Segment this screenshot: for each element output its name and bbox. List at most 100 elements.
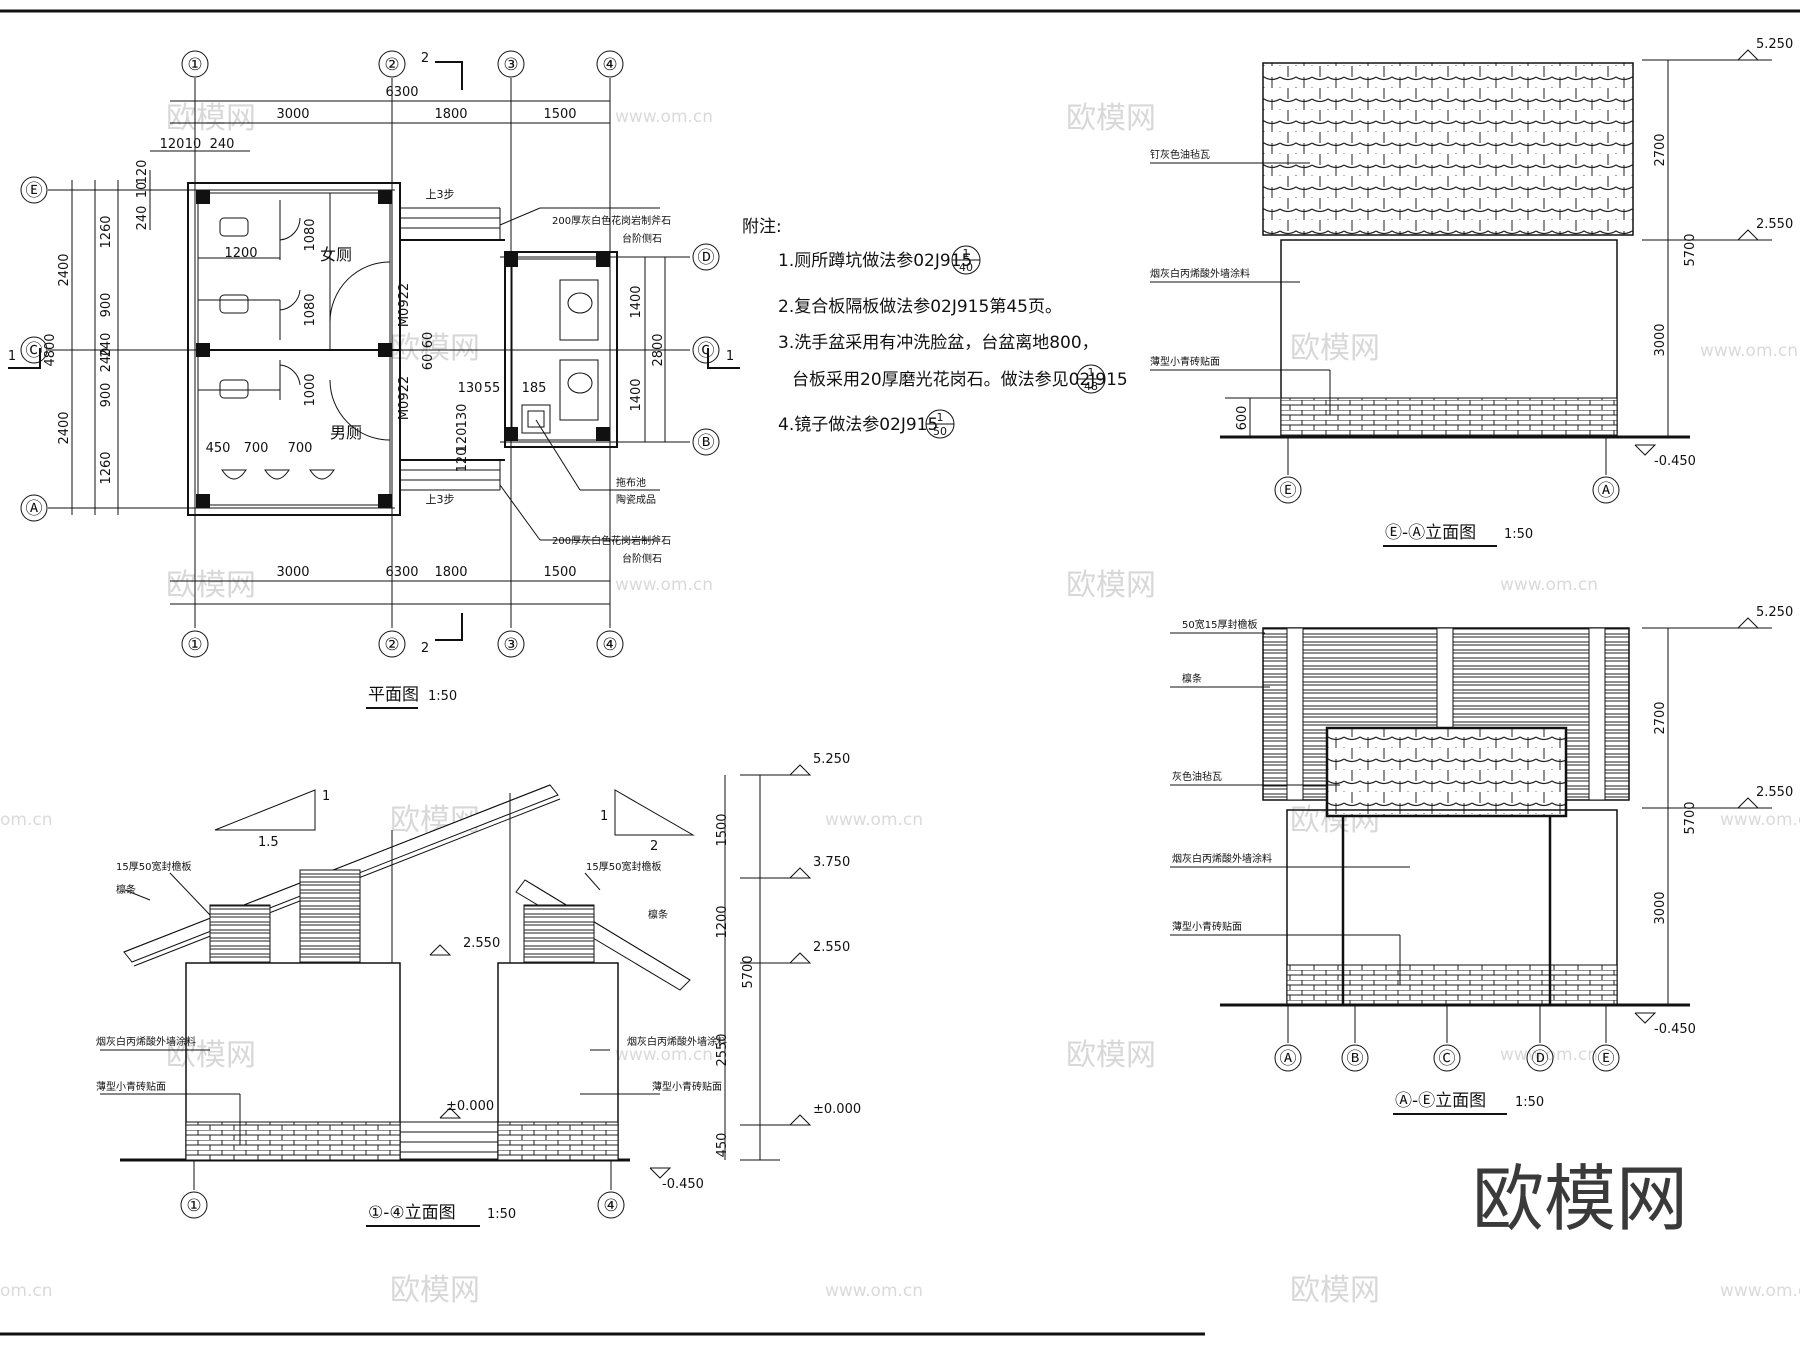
svg-text:平面图: 平面图 bbox=[368, 685, 419, 705]
elevation-a-e-text: 5.250 2.550 -0.450 2700 5700 3000 50宽15厚… bbox=[1172, 605, 1793, 1115]
svg-text:1:50: 1:50 bbox=[1504, 527, 1533, 542]
svg-text:Ⓔ: Ⓔ bbox=[26, 181, 43, 201]
svg-text:5.250: 5.250 bbox=[813, 752, 850, 767]
svg-text:台阶侧石: 台阶侧石 bbox=[622, 552, 662, 565]
svg-text:薄型小青砖贴面: 薄型小青砖贴面 bbox=[652, 1080, 722, 1093]
svg-text:3000: 3000 bbox=[1653, 891, 1668, 924]
svg-text:1: 1 bbox=[937, 411, 944, 424]
watermarks: 欧模网 www.om.cn 欧模网 欧模网 欧模网 www.om.cn 欧模网 … bbox=[0, 101, 1800, 1308]
svg-text:烟灰白丙烯酸外墙涂料: 烟灰白丙烯酸外墙涂料 bbox=[1172, 852, 1272, 865]
svg-text:2.550: 2.550 bbox=[1756, 217, 1793, 232]
svg-text:-0.450: -0.450 bbox=[1654, 454, 1696, 469]
svg-text:www.om.cn: www.om.cn bbox=[1720, 810, 1800, 830]
svg-text:欧模网: 欧模网 bbox=[390, 1273, 480, 1308]
svg-text:1260: 1260 bbox=[99, 451, 114, 484]
svg-text:240: 240 bbox=[99, 333, 114, 358]
svg-text:120: 120 bbox=[135, 160, 150, 185]
svg-text:薄型小青砖贴面: 薄型小青砖贴面 bbox=[1150, 355, 1220, 368]
svg-text:Ⓔ: Ⓔ bbox=[1280, 481, 1297, 501]
svg-text:200厚灰白色花岗岩制斧石: 200厚灰白色花岗岩制斧石 bbox=[552, 534, 671, 547]
svg-text:3000: 3000 bbox=[1653, 323, 1668, 356]
svg-text:欧模网: 欧模网 bbox=[1290, 1273, 1380, 1308]
svg-text:①: ① bbox=[186, 1196, 201, 1216]
svg-text:200厚灰白色花岗岩制斧石: 200厚灰白色花岗岩制斧石 bbox=[552, 214, 671, 227]
svg-text:1800: 1800 bbox=[434, 565, 467, 580]
svg-text:5.250: 5.250 bbox=[1756, 605, 1793, 620]
svg-text:③: ③ bbox=[503, 635, 518, 655]
svg-text:1500: 1500 bbox=[543, 107, 576, 122]
svg-text:欧模网: 欧模网 bbox=[1066, 101, 1156, 136]
svg-text:6300: 6300 bbox=[385, 565, 418, 580]
svg-text:2700: 2700 bbox=[1653, 701, 1668, 734]
svg-text:②: ② bbox=[384, 55, 399, 75]
svg-text:欧模网: 欧模网 bbox=[166, 1038, 256, 1073]
svg-text:www.om.cn: www.om.cn bbox=[1500, 1045, 1598, 1065]
svg-text:灰色油毡瓦: 灰色油毡瓦 bbox=[1172, 770, 1222, 783]
svg-text:www.om.cn: www.om.cn bbox=[615, 575, 713, 595]
svg-text:1800: 1800 bbox=[434, 107, 467, 122]
plan-columns bbox=[196, 190, 610, 508]
svg-text:1: 1 bbox=[322, 789, 330, 804]
svg-text:台板采用20厚磨光花岗石。做法参见02J915: 台板采用20厚磨光花岗石。做法参见02J915 bbox=[792, 370, 1128, 390]
plan-axis-labels: ① ② ③ ④ ① ② ③ ④ Ⓔ Ⓒ Ⓐ Ⓓ Ⓒ Ⓑ bbox=[26, 55, 715, 655]
svg-text:烟灰白丙烯酸外墙涂料: 烟灰白丙烯酸外墙涂料 bbox=[627, 1035, 727, 1048]
svg-text:450: 450 bbox=[715, 1133, 730, 1158]
svg-text:1080: 1080 bbox=[303, 218, 318, 251]
svg-text:Ⓐ-Ⓔ立面图: Ⓐ-Ⓔ立面图 bbox=[1395, 1091, 1486, 1111]
svg-text:2400: 2400 bbox=[57, 253, 72, 286]
svg-text:www.om.cn: www.om.cn bbox=[825, 1281, 923, 1301]
svg-text:130: 130 bbox=[458, 381, 483, 396]
svg-text:Ⓐ: Ⓐ bbox=[1280, 1049, 1297, 1069]
svg-text:2.550: 2.550 bbox=[1756, 785, 1793, 800]
elevation-a-e bbox=[1170, 617, 1772, 1072]
svg-text:2700: 2700 bbox=[1653, 133, 1668, 166]
svg-text:-0.450: -0.450 bbox=[1654, 1022, 1696, 1037]
svg-text:欧模网: 欧模网 bbox=[166, 568, 256, 603]
svg-text:2: 2 bbox=[650, 839, 658, 854]
svg-text:1080: 1080 bbox=[303, 293, 318, 326]
svg-text:檩条: 檩条 bbox=[116, 883, 136, 896]
svg-text:M0922: M0922 bbox=[397, 376, 412, 420]
svg-text:1: 1 bbox=[1088, 366, 1095, 379]
svg-text:Ⓒ: Ⓒ bbox=[1439, 1049, 1456, 1069]
plan-dim-texts: 6300 3000 1800 1500 2 120 10 240 6300 30… bbox=[8, 51, 734, 656]
svg-text:130: 130 bbox=[455, 404, 470, 429]
svg-text:www.om.cn: www.om.cn bbox=[615, 107, 713, 127]
svg-text:①: ① bbox=[187, 55, 202, 75]
svg-text:6300: 6300 bbox=[385, 85, 418, 100]
svg-text:www.om.cn: www.om.cn bbox=[615, 1045, 713, 1065]
svg-text:10: 10 bbox=[135, 182, 150, 199]
svg-text:-0.450: -0.450 bbox=[662, 1177, 704, 1192]
svg-text:700: 700 bbox=[244, 441, 269, 456]
svg-text:55: 55 bbox=[484, 381, 501, 396]
svg-text:2800: 2800 bbox=[651, 333, 666, 366]
svg-text:120: 120 bbox=[160, 137, 185, 152]
svg-text:120: 120 bbox=[455, 428, 470, 453]
svg-text:④: ④ bbox=[603, 1196, 618, 1216]
plan-axis-bubbles bbox=[20, 50, 720, 658]
svg-text:2: 2 bbox=[421, 641, 429, 656]
svg-text:www.om.cn: www.om.cn bbox=[825, 810, 923, 830]
svg-text:男厕: 男厕 bbox=[330, 423, 362, 442]
svg-text:1400: 1400 bbox=[629, 378, 644, 411]
svg-text:1500: 1500 bbox=[543, 565, 576, 580]
svg-text:附注:: 附注: bbox=[742, 217, 782, 237]
svg-text:Ⓐ: Ⓐ bbox=[26, 499, 43, 519]
svg-text:欧模网: 欧模网 bbox=[1066, 568, 1156, 603]
svg-text:240: 240 bbox=[99, 348, 114, 373]
elevation-e-a-text: 5.250 2.550 -0.450 2700 5700 3000 600 钉灰… bbox=[1150, 37, 1793, 547]
elevation-1-4-text: 5.250 3.750 2.550 2.550 ±0.000 ±0.000 -0… bbox=[96, 752, 861, 1227]
svg-text:3000: 3000 bbox=[276, 565, 309, 580]
general-notes: 附注: 1.厕所蹲坑做法参02J915 2.复合板隔板做法参02J915第45页… bbox=[742, 217, 1128, 439]
svg-text:Ⓓ: Ⓓ bbox=[1532, 1049, 1549, 1069]
svg-text:拖布池: 拖布池 bbox=[616, 476, 646, 489]
svg-text:①: ① bbox=[187, 635, 202, 655]
svg-text:±0.000: ±0.000 bbox=[813, 1102, 861, 1117]
svg-text:Ⓔ-Ⓐ立面图: Ⓔ-Ⓐ立面图 bbox=[1385, 523, 1476, 543]
svg-text:1200: 1200 bbox=[224, 246, 257, 261]
plan-leader-notes: 200厚灰白色花岗岩制斧石 台阶侧石 200厚灰白色花岗岩制斧石 台阶侧石 拖布… bbox=[552, 214, 671, 565]
svg-text:欧模网: 欧模网 bbox=[390, 331, 480, 366]
svg-text:1: 1 bbox=[8, 349, 16, 364]
svg-text:Ⓒ: Ⓒ bbox=[26, 341, 43, 361]
